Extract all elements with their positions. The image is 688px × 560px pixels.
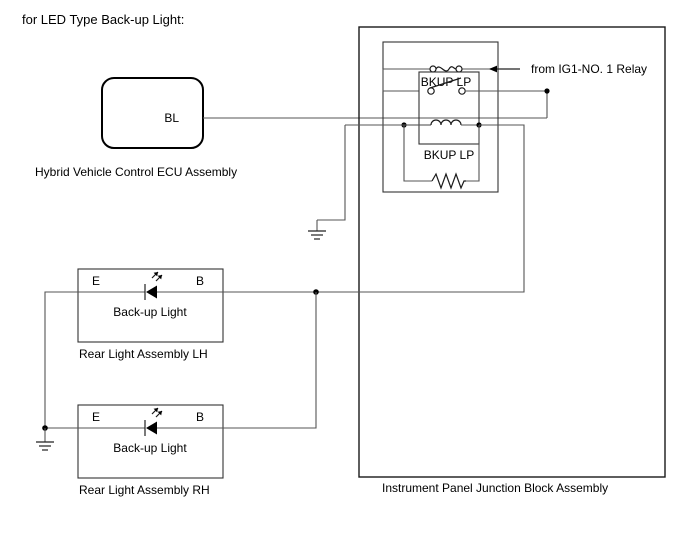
instrument-panel-junction-block-box xyxy=(358,26,666,478)
rear-light-rh-caption: Rear Light Assembly RH xyxy=(79,483,210,497)
wire-to-ground-junction-block xyxy=(317,125,346,221)
rear-light-assembly-lh-box xyxy=(77,268,224,343)
resistor-icon xyxy=(431,172,466,190)
rear-light-rh-terminal-b: B xyxy=(196,410,204,424)
relay-label: BKUP LP xyxy=(424,148,474,162)
wire-switch-out-right xyxy=(465,90,548,118)
ecu-terminal-bl-label: BL xyxy=(164,111,179,125)
junction-dot-switch-out xyxy=(544,88,550,94)
led-diode-icon-rh xyxy=(144,407,163,436)
rear-light-lh-component-label: Back-up Light xyxy=(113,305,187,319)
page-title: for LED Type Back-up Light: xyxy=(22,12,184,27)
arrow-left-icon xyxy=(489,65,520,73)
rear-light-assembly-rh-box xyxy=(77,404,224,479)
wire-rh-b-to-node xyxy=(223,292,317,429)
source-label: from IG1-NO. 1 Relay xyxy=(531,62,647,76)
ecu-caption: Hybrid Vehicle Control ECU Assembly xyxy=(35,165,237,179)
wire-lh-e-to-ground xyxy=(44,291,78,428)
wire-resistor-left xyxy=(403,125,432,182)
rear-light-lh-terminal-e: E xyxy=(92,274,100,288)
rear-light-lh-caption: Rear Light Assembly LH xyxy=(79,347,208,361)
rear-light-rh-terminal-e: E xyxy=(92,410,100,424)
relay-switch-icon xyxy=(427,77,466,95)
fuse-label: BKUP LP xyxy=(421,75,471,89)
led-diode-icon-lh xyxy=(144,271,163,300)
wire-fuse-to-switch xyxy=(382,69,419,92)
ground-icon-rear-lights xyxy=(36,428,54,451)
wire-resistor-right xyxy=(466,125,480,182)
rear-light-rh-component-label: Back-up Light xyxy=(113,441,187,455)
wire-relay-out-to-rear-lights xyxy=(316,124,525,293)
relay-subassembly-box xyxy=(382,41,499,193)
relay-coil-icon xyxy=(419,119,479,126)
junction-block-caption: Instrument Panel Junction Block Assembly xyxy=(382,481,608,495)
ground-icon-junction-block xyxy=(308,220,326,240)
relay-box xyxy=(418,71,480,145)
rear-light-lh-terminal-b: B xyxy=(196,274,204,288)
fuse-icon xyxy=(429,65,463,73)
hybrid-vehicle-control-ecu-box xyxy=(101,77,204,149)
